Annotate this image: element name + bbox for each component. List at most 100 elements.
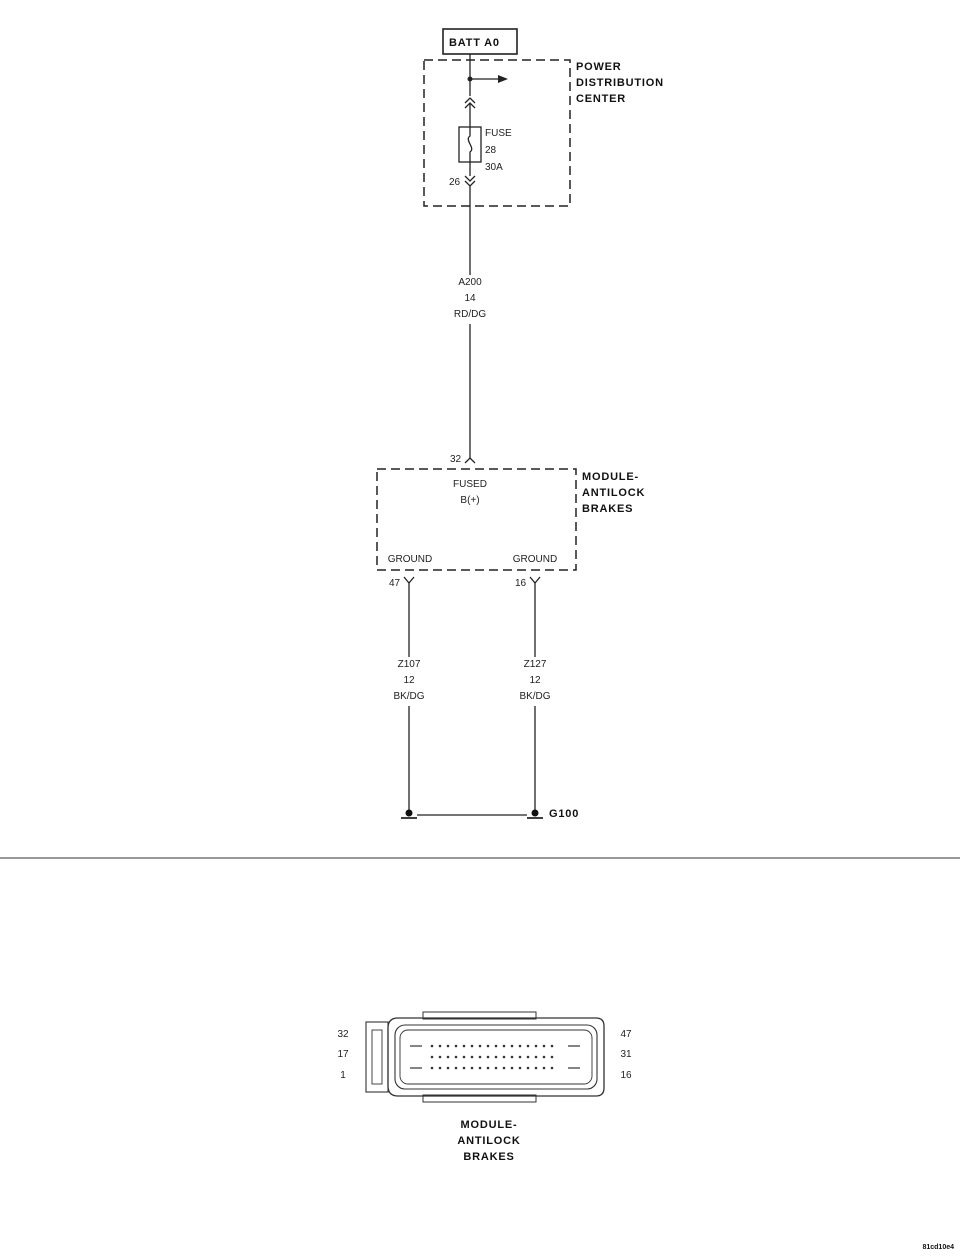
connector-pin-dot — [430, 1066, 434, 1070]
connector-pin-dot — [454, 1055, 458, 1059]
connector-pin-dot — [550, 1066, 554, 1070]
abs-name-line-3: BRAKES — [582, 503, 633, 515]
wire-z107-gauge: 12 — [403, 675, 415, 686]
connector-pin-dot — [486, 1055, 490, 1059]
wire-z107-color: BK/DG — [393, 691, 424, 702]
pdc-name-line-3: CENTER — [576, 93, 626, 105]
abs-input-pin: 32 — [450, 454, 462, 465]
connector-pin-dot — [494, 1066, 498, 1070]
wire-z127-color: BK/DG — [519, 691, 550, 702]
connector-left-pin-middle: 17 — [337, 1049, 349, 1060]
connector-pin-dot — [534, 1044, 538, 1048]
connector-pin-dot — [502, 1044, 506, 1048]
connector-pin-dot — [478, 1066, 482, 1070]
abs-ground-left-pin: 47 — [389, 578, 401, 589]
ground-symbol-icon — [527, 809, 543, 819]
pdc-name-line-2: DISTRIBUTION — [576, 77, 664, 89]
abs-name-line-1: MODULE- — [582, 471, 639, 483]
connector-pin-dot — [438, 1066, 442, 1070]
wire-z127-gauge: 12 — [529, 675, 541, 686]
connector-pin-dot — [542, 1055, 546, 1059]
connector-pin-dot — [438, 1055, 442, 1059]
abs-ground-right-label: GROUND — [513, 554, 557, 565]
connector-pin-dot — [542, 1066, 546, 1070]
connector-pin-dot — [534, 1066, 538, 1070]
connector-pin-dot — [462, 1044, 466, 1048]
connector-name-line-1: MODULE- — [461, 1119, 518, 1131]
connector-left-pin-top: 32 — [337, 1029, 349, 1040]
fuse-number: 28 — [485, 145, 497, 156]
wire-z127-circuit: Z127 — [524, 659, 547, 670]
pdc-name-line-1: POWER — [576, 61, 622, 73]
connector-left-pin-bottom: 1 — [340, 1070, 346, 1081]
connector-pin-dot — [454, 1044, 458, 1048]
pdc-output-pin: 26 — [449, 177, 461, 188]
connector-pin-dot — [542, 1044, 546, 1048]
wire-a200-color: RD/DG — [454, 309, 486, 320]
connector-pin-dot — [502, 1066, 506, 1070]
connector-pin-dot — [462, 1055, 466, 1059]
connector-pin-dot — [550, 1044, 554, 1048]
abs-input-label-line-2: B(+) — [460, 495, 479, 506]
fuse-label: FUSE — [485, 128, 512, 139]
connector-pin-dot — [470, 1055, 474, 1059]
figure-code: 81cd10e4 — [922, 1244, 954, 1251]
connector-pin-dot — [534, 1055, 538, 1059]
connector-pin-dot — [494, 1055, 498, 1059]
connector-pin-dot — [526, 1044, 530, 1048]
abs-name-line-2: ANTILOCK — [582, 487, 645, 499]
abs-input-label-line-1: FUSED — [453, 479, 487, 490]
connector-pin-dot — [510, 1055, 514, 1059]
abs-connector-view — [365, 1011, 605, 1103]
connector-name-line-3: BRAKES — [463, 1151, 514, 1163]
wire-z107-circuit: Z107 — [398, 659, 421, 670]
connector-chevron-icon — [464, 97, 476, 104]
abs-ground-left-label: GROUND — [388, 554, 432, 565]
branch-arrow-icon — [498, 75, 508, 83]
connector-pin-dot — [446, 1066, 450, 1070]
connector-pin-dot — [510, 1066, 514, 1070]
connector-right-pin-bottom: 16 — [620, 1070, 632, 1081]
connector-pin-dot — [438, 1044, 442, 1048]
connector-pin-dot — [518, 1055, 522, 1059]
connector-right-pin-middle: 31 — [620, 1049, 632, 1060]
connector-pin-dot — [550, 1055, 554, 1059]
abs-ground-right-pin: 16 — [515, 578, 527, 589]
connector-chevron-icon — [464, 457, 476, 464]
connector-right-pin-top: 47 — [620, 1029, 632, 1040]
connector-pin-dot — [518, 1044, 522, 1048]
connector-pin-dot — [470, 1066, 474, 1070]
connector-pin-dot — [494, 1044, 498, 1048]
connector-pin-dot — [510, 1044, 514, 1048]
ground-symbol-icon — [401, 809, 417, 819]
connector-pin-dot — [526, 1066, 530, 1070]
ground-point-label: G100 — [549, 808, 579, 820]
connector-chevron-icon — [403, 576, 415, 585]
connector-pin-dot — [502, 1055, 506, 1059]
connector-pin-dot — [454, 1066, 458, 1070]
connector-pin-dot — [430, 1055, 434, 1059]
wire-a200-circuit: A200 — [458, 277, 482, 288]
connector-pin-dot — [518, 1066, 522, 1070]
connector-chevron-icon — [529, 576, 541, 585]
connector-pin-dot — [486, 1044, 490, 1048]
connector-pin-dot — [526, 1055, 530, 1059]
connector-pin-dot — [478, 1044, 482, 1048]
abs-module-box — [376, 468, 577, 571]
fuse-element-icon — [467, 127, 473, 162]
fuse-rating: 30A — [485, 162, 503, 173]
connector-chevron-icon — [464, 175, 476, 182]
wire-a200-gauge: 14 — [464, 293, 476, 304]
connector-pin-dot — [486, 1066, 490, 1070]
connector-pin-dot — [478, 1055, 482, 1059]
connector-pin-dot — [446, 1055, 450, 1059]
connector-pin-dot — [462, 1066, 466, 1070]
pdc-box — [423, 59, 571, 207]
connector-name-line-2: ANTILOCK — [457, 1135, 520, 1147]
connector-pin-array — [430, 1044, 554, 1070]
batt-source-label: BATT A0 — [449, 37, 500, 49]
connector-pin-dot — [470, 1044, 474, 1048]
connector-pin-dot — [430, 1044, 434, 1048]
connector-pin-dot — [446, 1044, 450, 1048]
